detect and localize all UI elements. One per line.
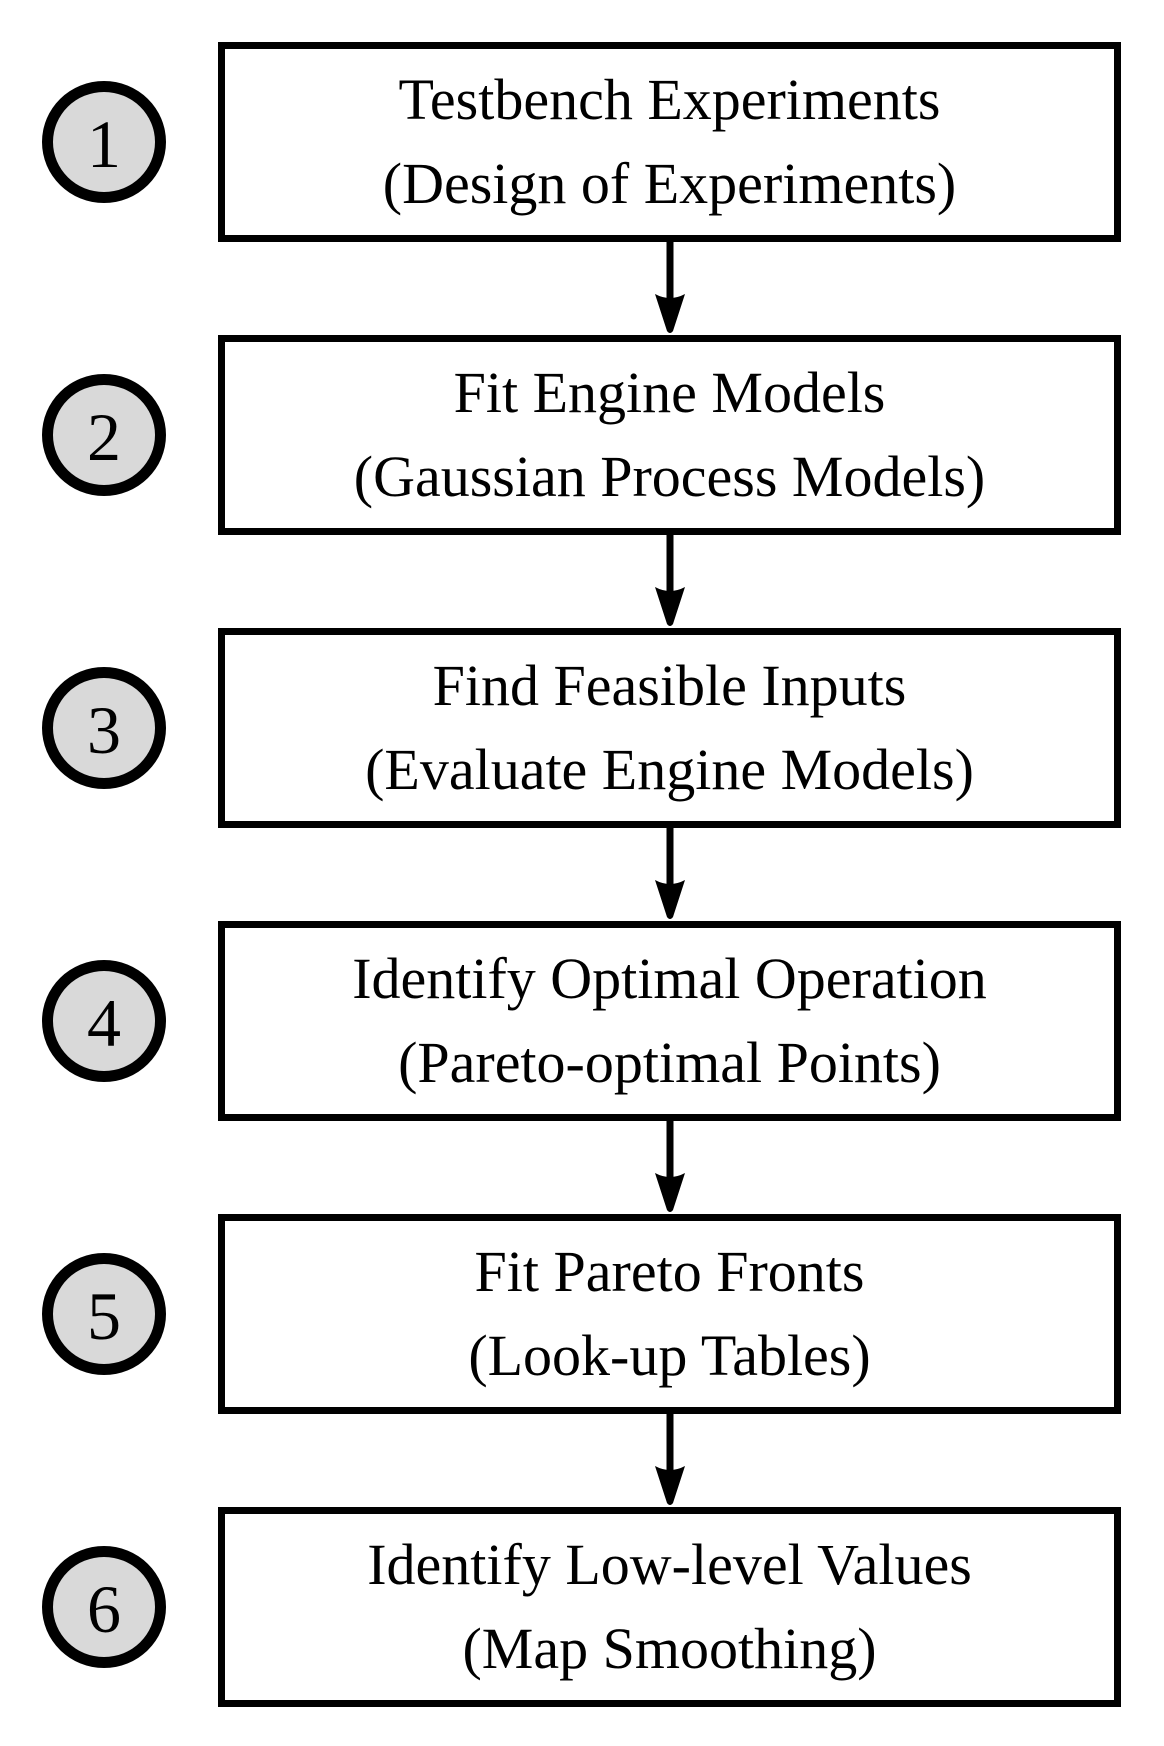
process-box-title: Fit Pareto Fronts — [474, 1239, 865, 1304]
flow-step-5: 5 Fit Pareto Fronts (Look-up Tables) — [0, 1214, 1164, 1414]
process-box-title: Identify Low-level Values — [367, 1532, 972, 1597]
process-box-subtitle: (Map Smoothing) — [462, 1616, 877, 1681]
step-number: 3 — [87, 692, 121, 768]
step-number: 1 — [87, 106, 121, 182]
process-box-title: Fit Engine Models — [453, 360, 886, 425]
process-box-title: Testbench Experiments — [398, 67, 941, 132]
down-arrow-icon — [655, 828, 685, 919]
process-box-title: Find Feasible Inputs — [432, 653, 907, 718]
process-box: Identify Low-level Values (Map Smoothing… — [218, 1507, 1121, 1707]
process-box-subtitle: (Design of Experiments) — [382, 151, 957, 216]
down-arrow-icon — [655, 242, 685, 333]
process-box: Find Feasible Inputs (Evaluate Engine Mo… — [218, 628, 1121, 828]
flow-step-3: 3 Find Feasible Inputs (Evaluate Engine … — [0, 628, 1164, 828]
process-box-title: Identify Optimal Operation — [352, 946, 987, 1011]
step-number: 4 — [87, 985, 121, 1061]
process-box: Identify Optimal Operation (Pareto-optim… — [218, 921, 1121, 1121]
step-number-badge: 6 — [42, 1546, 166, 1668]
process-box: Testbench Experiments (Design of Experim… — [218, 42, 1121, 242]
flow-step-4: 4 Identify Optimal Operation (Pareto-opt… — [0, 921, 1164, 1121]
step-number-badge: 2 — [42, 374, 166, 496]
process-box-subtitle: (Pareto-optimal Points) — [398, 1030, 941, 1095]
process-box-subtitle: (Evaluate Engine Models) — [365, 737, 974, 802]
down-arrow-icon — [655, 1121, 685, 1212]
flow-step-1: 1 Testbench Experiments (Design of Exper… — [0, 42, 1164, 242]
flow-step-6: 6 Identify Low-level Values (Map Smoothi… — [0, 1507, 1164, 1707]
step-number: 6 — [87, 1571, 121, 1647]
process-box: Fit Engine Models (Gaussian Process Mode… — [218, 335, 1121, 535]
process-box: Fit Pareto Fronts (Look-up Tables) — [218, 1214, 1121, 1414]
step-number-badge: 5 — [42, 1253, 166, 1375]
step-number: 2 — [87, 399, 121, 475]
step-number-badge: 1 — [42, 81, 166, 203]
process-box-subtitle: (Gaussian Process Models) — [353, 444, 986, 509]
process-box-subtitle: (Look-up Tables) — [468, 1323, 871, 1388]
step-number: 5 — [87, 1278, 121, 1354]
flow-step-2: 2 Fit Engine Models (Gaussian Process Mo… — [0, 335, 1164, 535]
down-arrow-icon — [655, 1414, 685, 1505]
step-number-badge: 3 — [42, 667, 166, 789]
down-arrow-icon — [655, 535, 685, 626]
step-number-badge: 4 — [42, 960, 166, 1082]
